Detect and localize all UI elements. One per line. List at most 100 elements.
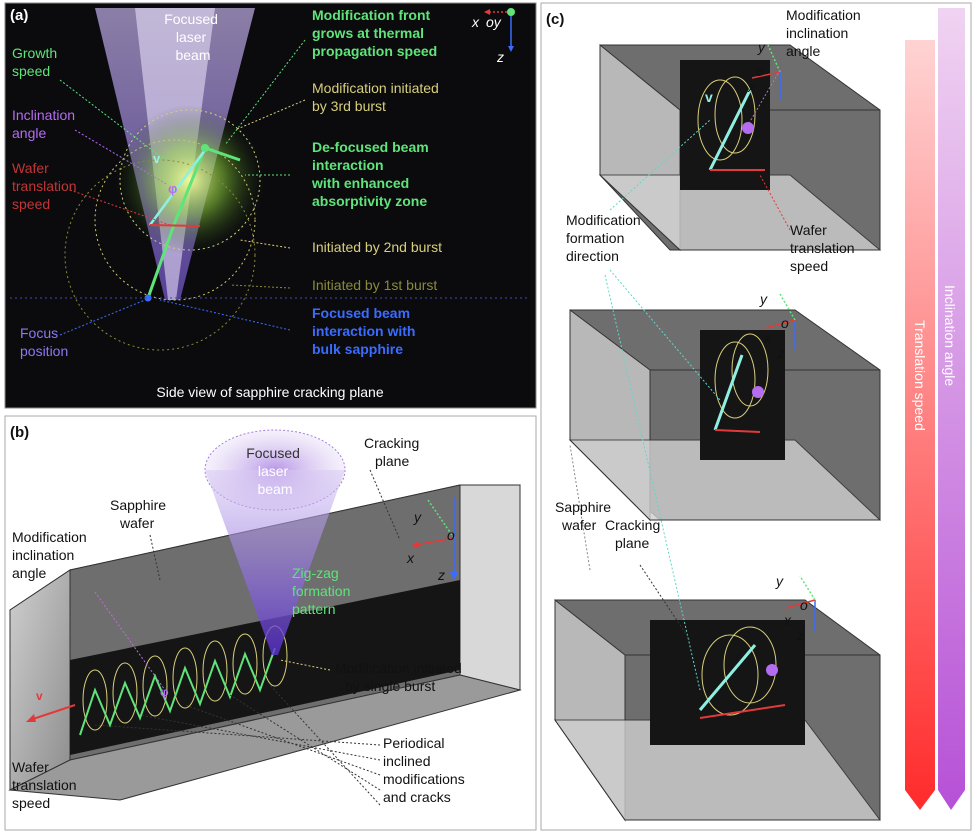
translation-speed-arrow [905, 40, 935, 810]
panel-b-periodical-label: Periodical inclined modifications and cr… [383, 735, 469, 805]
axis-x-label-c1: x [747, 79, 756, 95]
periodic-modifications [82, 625, 288, 731]
first-burst-label: Initiated by 1st burst [312, 277, 437, 293]
leader-single-burst [279, 659, 331, 671]
second-burst-label: Initiated by 2nd burst [312, 239, 442, 255]
burst-1-circle [64, 159, 256, 351]
panel-b-phi-symbol: φ [160, 685, 169, 699]
panel-b-wafer-speed-label: Wafer translation speed [12, 759, 80, 811]
cracking-plane [70, 580, 460, 755]
growth-speed-label: Growth speed [12, 45, 61, 79]
box-1-phi [742, 122, 754, 134]
leader-cracking-b [369, 469, 401, 541]
panel-c-axes-3: y o x z [775, 573, 816, 643]
leader-direction-c2 [609, 269, 721, 401]
panel-c-axes-2: y o x z [759, 291, 796, 361]
box-3-phi [766, 664, 778, 676]
box-1-v-symbol: v [705, 89, 713, 105]
box-3-v [698, 644, 757, 711]
axis-x-arrow [484, 9, 490, 15]
panel-c-label: (c) [546, 11, 564, 28]
axis-y-c2 [779, 293, 796, 321]
axis-origin [507, 8, 515, 16]
panel-a-axes: x oy z [471, 8, 515, 65]
axis-x-label-b: x [406, 550, 415, 566]
panel-a: (a) v φ Focused laser bea [4, 2, 537, 409]
defocused-glow [115, 105, 265, 255]
panel-b-beam-label: Focused laser beam [246, 445, 304, 497]
axis-y-label-c3: y [775, 573, 784, 589]
axis-x-c3 [785, 599, 816, 609]
axis-y-c3 [799, 575, 816, 601]
axis-o-label-c2: o [781, 315, 789, 331]
axis-x-label-c3: x [783, 612, 792, 628]
panel-b-v-symbol: v [36, 689, 43, 703]
wafer-translation-speed-label: Wafer translation speed [12, 160, 80, 212]
front-point [201, 144, 209, 152]
panel-b-zigzag-label: Zig-zag formation pattern [292, 565, 354, 617]
leader-periodic-4 [229, 694, 381, 791]
box-1: v [598, 43, 882, 252]
box-3-translation [699, 704, 786, 719]
beam-cone-b [205, 470, 345, 655]
axis-z-label-c2: z [777, 345, 785, 361]
zigzag-path [79, 647, 276, 736]
leader-focus [59, 299, 146, 336]
box-3 [554, 598, 881, 822]
leader-inclination-c [747, 69, 781, 126]
leader-direction-c1 [609, 119, 711, 211]
panel-c-direction-label: Modification formation direction [566, 212, 645, 264]
panel-c-axes-1: y o x z [747, 39, 781, 109]
leader-wafer-c [759, 174, 791, 231]
leader-2nd [239, 239, 291, 249]
axis-y-label-c1: y [757, 39, 766, 55]
panel-a-label: (a) [10, 7, 28, 24]
axis-y-label-c2: y [759, 291, 768, 307]
panel-a-frame [4, 2, 537, 409]
panel-a-phi-symbol: φ [168, 181, 177, 196]
inclination-angle-arrow-label: Inclination angle [942, 285, 958, 386]
panel-c-sapphire-label: Sapphire wafer [555, 499, 615, 533]
axis-x-arrow-b [411, 541, 419, 548]
leader-3rd [234, 99, 306, 131]
axis-x-b [414, 537, 455, 546]
panel-c-cracking-label: Cracking plane [605, 517, 664, 551]
panel-a-v-symbol: v [153, 151, 161, 166]
box-2-phi [752, 386, 764, 398]
box-3-plane [650, 620, 805, 745]
axis-y-label-b: y [413, 509, 422, 525]
inclination-angle-arrow [938, 8, 965, 810]
panel-c-wafer-speed-label: Wafer translation speed [790, 222, 858, 274]
panel-a-caption: Side view of sapphire cracking plane [156, 384, 383, 400]
growth-vector [148, 149, 207, 226]
panel-c: (c) Translation speed Inclination angle … [540, 2, 972, 831]
third-burst-label: Modification initiated by 3rd burst [312, 80, 443, 114]
panel-c-inclination-label: Modification inclination angle [786, 7, 865, 59]
modification-path [146, 146, 241, 299]
leader-periodic-3 [184, 704, 381, 776]
inclination-angle-label: Inclination angle [12, 107, 79, 141]
axis-z-label: z [496, 49, 504, 65]
panel-b-inclination-label: Modification inclination angle [12, 529, 91, 581]
translation-vector [149, 224, 201, 227]
axis-y-c1 [767, 44, 781, 73]
axis-o-label-c1: o [756, 63, 764, 79]
box-1-v [708, 89, 752, 171]
axis-z-arrow-b [450, 572, 458, 580]
axis-z-label-b: z [437, 567, 445, 583]
axis-x-c1 [751, 71, 781, 79]
wafer-bottom [8, 674, 522, 801]
axis-z-label-c1: z [757, 93, 765, 109]
translation-arrowhead-b [26, 714, 36, 722]
bulk-label: Focused beam interaction with bulk sapph… [312, 305, 419, 357]
panel-b-single-burst-label: Modification initiated by single burst [335, 660, 466, 694]
burst-3-circle [119, 109, 261, 251]
leader-periodic-2 [139, 714, 381, 761]
leader-inclination-b [94, 591, 166, 691]
leader-direction-c3 [604, 274, 701, 691]
axis-z-label-c3: z [796, 627, 804, 643]
axis-oy-label: oy [486, 14, 502, 30]
panel-b-cracking-label: Cracking plane [364, 435, 423, 469]
translation-arrow-b [29, 704, 76, 721]
wafer-right-wall [459, 484, 521, 691]
